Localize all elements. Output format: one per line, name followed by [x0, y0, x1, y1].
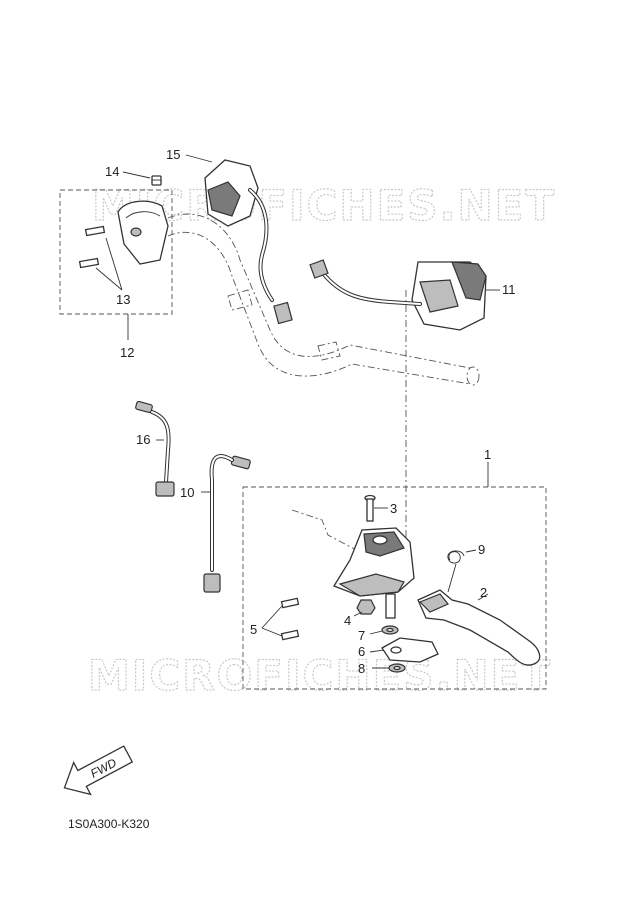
callout-14: 14	[105, 164, 119, 179]
callout-11: 11	[502, 282, 516, 297]
bolt-3	[364, 494, 376, 522]
leader-9	[465, 549, 477, 553]
leader-4	[353, 611, 363, 617]
leader-15	[185, 154, 213, 163]
callout-8: 8	[358, 661, 365, 676]
washer-7	[381, 625, 399, 635]
callout-2: 2	[480, 585, 487, 600]
stop-switch-10	[203, 454, 251, 593]
switch-11	[309, 259, 487, 331]
leader-6	[369, 649, 385, 653]
plate-6	[381, 637, 439, 663]
screws-13	[78, 225, 106, 269]
callout-1: 1	[484, 447, 491, 462]
callout-12: 12	[120, 345, 134, 360]
spring-9	[447, 550, 465, 593]
callout-3: 3	[390, 501, 397, 516]
diagram-code: 1S0A300-K320	[68, 817, 150, 831]
washer-8	[388, 663, 406, 673]
callout-7: 7	[358, 628, 365, 643]
group-1-frame	[242, 486, 547, 690]
watermark-bottom: MICROFICHES.NET	[88, 651, 552, 700]
callout-5: 5	[250, 622, 257, 637]
housing-cover-12	[117, 200, 169, 265]
callout-13: 13	[116, 292, 130, 307]
fwd-arrow-icon: FWD	[63, 745, 134, 796]
callout-10: 10	[180, 485, 194, 500]
stop-switch-16	[135, 400, 175, 497]
lever-2	[417, 589, 541, 666]
handlebar-outline	[167, 213, 480, 386]
lever-bracket-1	[333, 527, 415, 597]
leader-14	[122, 171, 151, 179]
callout-9: 9	[478, 542, 485, 557]
callout-16: 16	[136, 432, 150, 447]
watermark-top: MICROFICHES.NET	[92, 181, 556, 230]
leader-2	[477, 593, 489, 601]
callout-15: 15	[166, 147, 180, 162]
leader-13	[95, 237, 123, 291]
nut-4	[356, 599, 376, 615]
switch-housing-15	[204, 159, 293, 325]
pivot-pin	[385, 593, 396, 619]
bolts-5	[280, 597, 300, 641]
leader-7	[369, 630, 383, 635]
screw-14	[151, 175, 162, 186]
group-12-frame	[59, 189, 173, 315]
callout-6: 6	[358, 644, 365, 659]
leader-5	[261, 605, 283, 637]
mount-line	[291, 509, 361, 553]
callout-4: 4	[344, 613, 351, 628]
